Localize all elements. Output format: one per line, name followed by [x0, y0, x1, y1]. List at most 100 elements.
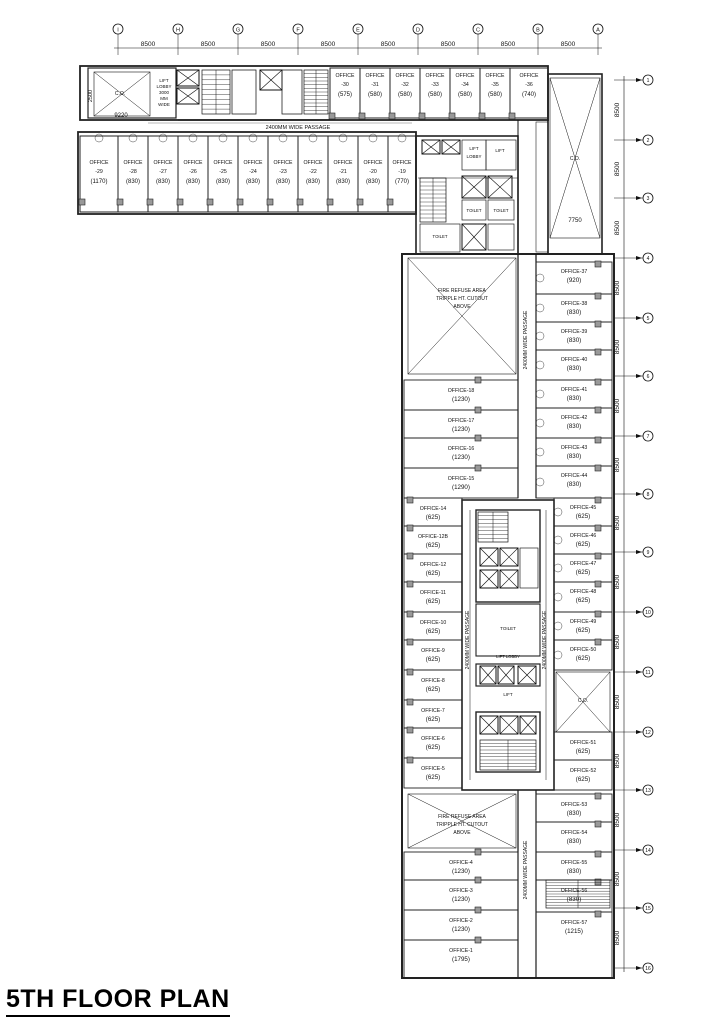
- refuse-label: ABOVE: [453, 830, 471, 836]
- lift-cross: [176, 87, 200, 105]
- north-stair-2: [303, 69, 329, 115]
- office-name: OFFICE-49: [570, 619, 597, 625]
- column-marker: [406, 552, 414, 560]
- office-name: OFFICE-3: [449, 888, 473, 894]
- office-area: (580): [398, 92, 412, 98]
- door-swing: [397, 133, 407, 143]
- office-room-office-18: [403, 379, 519, 411]
- east-core-lift-6: [497, 665, 515, 685]
- grid-spacing-label: 8500: [614, 930, 621, 945]
- grid-bubble-label: 7: [647, 434, 650, 440]
- office-area: (625): [426, 598, 440, 605]
- office-area: (575): [338, 92, 352, 98]
- column-marker: [406, 726, 414, 734]
- office-name: OFFICE-54: [561, 830, 588, 836]
- column-marker: [266, 198, 274, 206]
- core-label: LIFT LOBBY: [496, 654, 520, 659]
- lift-outline: [479, 547, 499, 567]
- office-name: -23: [279, 169, 287, 175]
- grid-bubble-label: 6: [647, 374, 650, 380]
- north-lift-lobby-box: [87, 67, 177, 119]
- cutout-label: C.O.: [570, 156, 580, 162]
- grid-bubble-label: A: [596, 28, 600, 34]
- grid-bubble-label: 13: [645, 788, 651, 794]
- office-name: OFFICE-46: [570, 533, 597, 539]
- grid-bubble-label: 14: [645, 848, 651, 854]
- office-room-office-52: [553, 759, 613, 791]
- grid-bubble-label: B: [536, 28, 540, 34]
- office-area: (1290): [452, 484, 470, 491]
- passage-label: 2400MM WIDE PASSAGE: [266, 125, 331, 131]
- grid-bubble-label: 16: [645, 966, 651, 972]
- east-core-lift-3: [479, 569, 499, 589]
- door-swing: [338, 133, 348, 143]
- lift-cross: [479, 569, 499, 589]
- office-name: OFFICE: [183, 160, 203, 166]
- office-name: OFFICE-9: [421, 648, 445, 654]
- column-marker: [474, 406, 482, 414]
- core-label: TOILET: [494, 208, 509, 213]
- column-marker: [116, 198, 124, 206]
- north-lift-3: [259, 69, 283, 91]
- office-area: (625): [426, 656, 440, 663]
- lift-outline: [176, 87, 200, 105]
- core-label: TOILET: [467, 208, 482, 213]
- north-cutout-void: [93, 71, 151, 117]
- lift-outline: [519, 715, 537, 735]
- office-area: (1215): [565, 928, 583, 935]
- column-marker: [594, 464, 602, 472]
- office-area: (830): [306, 179, 320, 185]
- grid-spacing-label: 8500: [614, 574, 621, 589]
- office-name: OFFICE: [455, 73, 475, 79]
- office-area: (1230): [452, 926, 470, 933]
- office-name: OFFICE-7: [421, 708, 445, 714]
- office-room-office-49: [553, 611, 613, 641]
- column-marker: [594, 610, 602, 618]
- office-area: (1230): [452, 454, 470, 461]
- door-swing: [553, 507, 563, 517]
- office-name: OFFICE: [365, 73, 385, 79]
- lift-outline: [499, 547, 519, 567]
- office-name: -36: [525, 82, 533, 88]
- office-name: OFFICE-17: [448, 418, 475, 424]
- column-marker: [594, 496, 602, 504]
- refuse-label: TRIPPLE HT. CUTOUT: [436, 296, 488, 302]
- office-room-office-15: [403, 467, 519, 499]
- lift-cross: [517, 665, 537, 685]
- void-diagonal: [407, 257, 517, 375]
- door-swing: [308, 133, 318, 143]
- north-toilet: [231, 69, 257, 115]
- east-core-lift-8: [479, 715, 499, 735]
- office-name: OFFICE-10: [420, 620, 447, 626]
- office-name: OFFICE: [519, 73, 539, 79]
- office-name: OFFICE-16: [448, 446, 475, 452]
- office-area: (830): [567, 365, 581, 372]
- door-swing: [535, 360, 545, 370]
- lobby-label: 3000: [159, 90, 170, 95]
- grid-arrow: [636, 316, 642, 320]
- office-area: (830): [336, 179, 350, 185]
- column-marker: [594, 292, 602, 300]
- column-marker: [388, 112, 396, 120]
- office-area: (830): [567, 810, 581, 817]
- east-core-lift-7: [517, 665, 537, 685]
- office-area: (625): [426, 570, 440, 577]
- lift-outline: [421, 139, 441, 155]
- office-area: (625): [576, 655, 590, 662]
- door-swing: [535, 389, 545, 399]
- grid-bubble-label: 1: [647, 78, 650, 84]
- office-area: (1795): [452, 956, 470, 963]
- lift-outline: [497, 665, 515, 685]
- office-name: OFFICE-55: [561, 860, 588, 866]
- grid-bubble-label: 5: [647, 316, 650, 322]
- office-name: OFFICE-57: [561, 920, 588, 926]
- office-name: OFFICE-47: [570, 561, 597, 567]
- office-name: OFFICE: [395, 73, 415, 79]
- office-area: (740): [522, 92, 536, 98]
- column-marker: [474, 376, 482, 384]
- door-swing: [248, 133, 258, 143]
- lift-outline: [517, 665, 537, 685]
- column-marker: [448, 112, 456, 120]
- office-area: (625): [426, 628, 440, 635]
- grid-arrow: [636, 78, 642, 82]
